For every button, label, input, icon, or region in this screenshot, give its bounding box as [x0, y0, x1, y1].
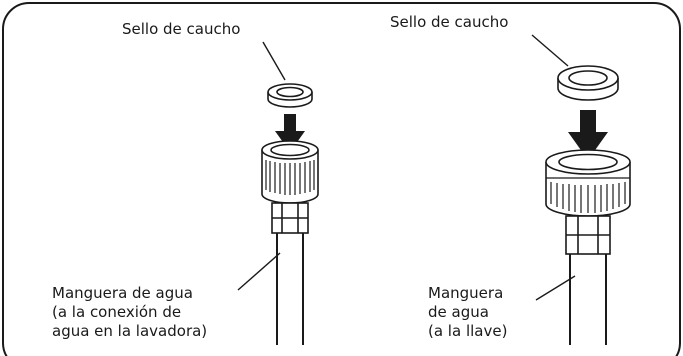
right-hose-label-line-3: (a la llave) [428, 322, 508, 340]
right-hose-label-line-1: Manguera [428, 284, 504, 302]
right-hose-label: Manguera de agua (a la llave) [428, 284, 508, 341]
right-ferrule [565, 215, 611, 255]
left-hose-label-line-2: (a la conexión de [52, 303, 182, 321]
left-ferrule [271, 202, 309, 234]
left-arrow-icon [275, 114, 305, 152]
left-coupling-nut [261, 140, 319, 204]
right-seal-leader [531, 34, 569, 67]
right-coupling-nut [545, 149, 631, 217]
left-seal-label: Sello de caucho [122, 20, 241, 38]
right-assembly [531, 34, 631, 345]
left-assembly [237, 41, 319, 345]
right-hose-leader [535, 275, 576, 301]
left-rubber-seal [267, 83, 313, 108]
right-rubber-seal [557, 65, 619, 101]
left-hose-label-line-3: agua en la lavadora) [52, 322, 208, 340]
left-hose-leader [237, 252, 281, 291]
left-hose [276, 233, 304, 345]
right-seal-label: Sello de caucho [390, 13, 509, 31]
left-hose-label: Manguera de agua (a la conexión de agua … [52, 284, 208, 341]
left-hose-label-line-1: Manguera de agua [52, 284, 193, 302]
right-hose [569, 254, 607, 345]
left-seal-leader [262, 41, 286, 81]
right-arrow-icon [568, 110, 608, 160]
right-hose-label-line-2: de agua [428, 303, 489, 321]
